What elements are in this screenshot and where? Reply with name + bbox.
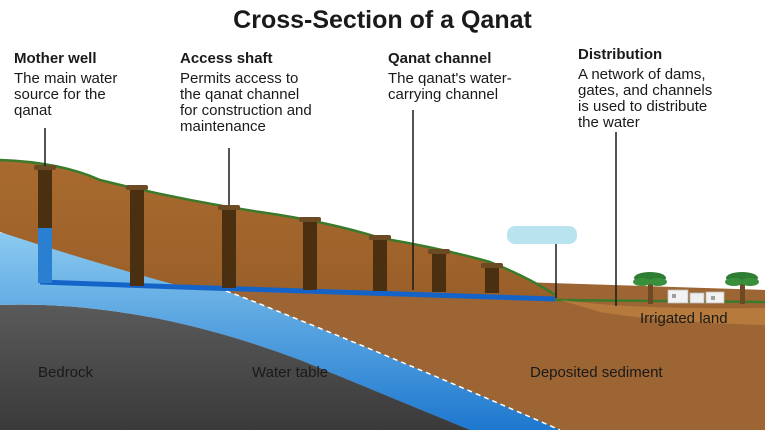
irrigated-ground-edge [554,298,765,304]
shaft-cap [299,217,321,222]
description-line: source for the [14,86,106,103]
description-line: the water [578,114,640,131]
irrigated-field [560,300,765,325]
description-line: Permits access to [180,70,299,87]
access-shaft [432,252,446,292]
description-line: A network of dams, [578,66,706,83]
shaft-cap [481,263,503,268]
callout-distribution: Distribution A network of dams, gates, a… [578,46,712,131]
shaft-cap [218,205,240,210]
description-line: the qanat channel [180,86,300,103]
access-shaft [373,238,387,291]
label-bedrock: Bedrock [38,364,94,381]
callout-description: The main water source for the qanat [14,71,117,119]
description-line: The main water [14,70,118,87]
callout-heading: Qanat channel [388,50,492,67]
description-line: qanat [14,102,52,119]
callout-heading: Mother well [14,50,97,67]
houses-icon [667,289,725,304]
shaft-cap [369,235,391,240]
description-line: for construction and [180,102,312,119]
description-line: carrying channel [388,86,499,103]
callout-heading: Access shaft [180,50,273,67]
callout-mother-well: Mother well The main water source for th… [14,50,117,119]
label-water-table: Water table [252,364,329,381]
palm-tree-icon [633,272,667,304]
leader-lines [44,110,617,306]
mother-well-shaft [38,168,52,228]
access-shaft [303,220,317,290]
mother-well-water [38,228,52,283]
callout-heading: Distribution [578,46,663,63]
access-shaft [130,188,144,286]
callout-description: A network of dams, gates, and channels i… [578,67,712,131]
qanat-channel [39,279,556,302]
shaft-cap [428,249,450,254]
shaft-caps [34,165,503,268]
label-irrigated-land: Irrigated land [640,310,728,327]
callout-description: Permits access to the qanat channel for … [180,71,312,135]
bedrock-layer [0,304,470,430]
access-shaft [222,208,236,288]
description-line: The qanat's water- [388,70,512,87]
callout-access-shaft: Access shaft Permits access to the qanat… [180,50,312,135]
access-shaft [485,266,499,293]
diagram-title: Cross-Section of a Qanat [233,6,532,34]
palm-tree-icon [725,272,759,304]
qanat-cross-section [0,110,765,430]
description-line: maintenance [180,118,266,135]
callout-qanat-channel: Qanat channel The qanat's water- carryin… [388,50,512,103]
description-line: gates, and channels [578,82,713,99]
description-line: is used to distribute [578,98,708,115]
access-shafts [130,188,499,293]
label-deposited-sediment: Deposited sediment [530,364,663,381]
distribution-pool [507,226,577,244]
callout-description: The qanat's water- carrying channel [388,71,512,103]
shaft-cap [126,185,148,190]
shaft-cap [34,165,56,170]
